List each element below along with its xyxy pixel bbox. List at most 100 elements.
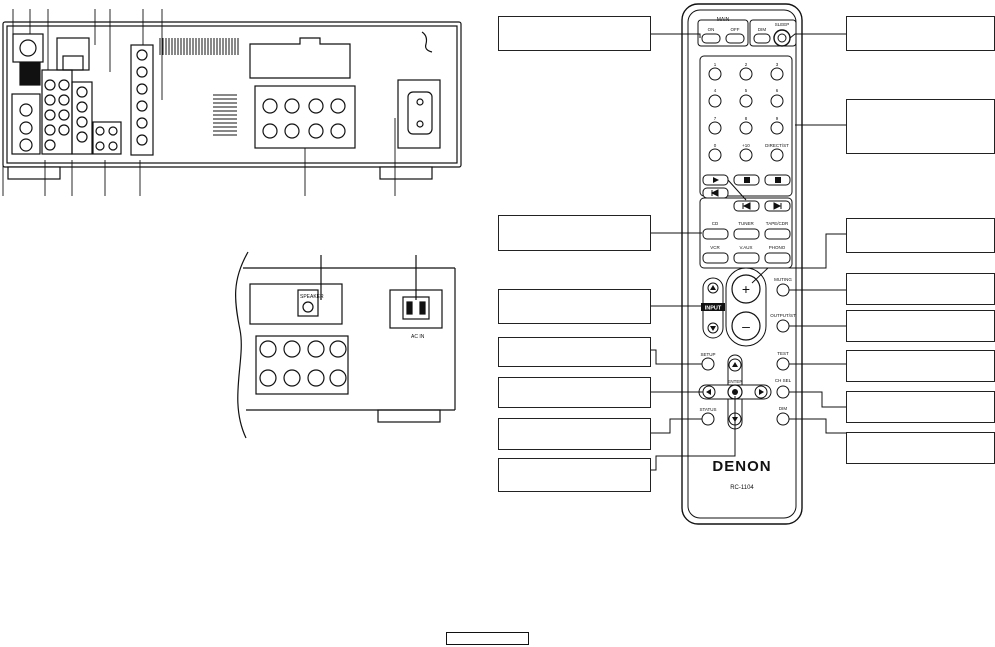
rear-panel-detail <box>235 251 456 439</box>
transport-divider <box>727 179 747 201</box>
speaker-label-detail: SPEAKER <box>300 294 324 300</box>
key-label-plus10: +10 <box>742 143 750 148</box>
arrow-right-icon <box>759 389 764 395</box>
callout-box-10 <box>846 218 995 253</box>
source-tuner-button[interactable] <box>733 228 760 240</box>
key-label-9: 9 <box>776 116 779 121</box>
power-on-label: ON <box>708 27 715 32</box>
key-label-4: 4 <box>714 88 717 93</box>
rear-panel-full <box>2 9 462 196</box>
dim2-button[interactable] <box>776 412 790 426</box>
test-label: TEST <box>777 351 789 356</box>
status-label: STATUS <box>699 407 716 412</box>
output-label: OUTPUT/ST <box>770 313 796 318</box>
callout-box-12 <box>846 310 995 342</box>
ac-in-label-detail: AC IN <box>411 334 425 340</box>
output-button[interactable] <box>776 319 790 333</box>
rewind-icon <box>710 189 719 197</box>
play-icon <box>713 177 719 183</box>
key-0[interactable] <box>708 148 722 162</box>
callout-box-5 <box>498 377 651 408</box>
callout-box-2 <box>498 215 651 251</box>
key-label-0: 0 <box>714 143 717 148</box>
source-phono-label: PHONO <box>769 245 786 250</box>
brand-logo: DENON <box>712 458 771 475</box>
key-plus10[interactable] <box>739 148 753 162</box>
triangle-up-icon <box>710 285 716 290</box>
test-button[interactable] <box>776 357 790 371</box>
arrow-left-icon <box>706 389 711 395</box>
callout-box-13 <box>846 350 995 382</box>
sleep-button-ring <box>777 33 787 43</box>
sleep-button[interactable] <box>773 29 791 47</box>
main-group-label: MAIN <box>717 17 730 23</box>
key-label-1: 1 <box>714 62 717 67</box>
key-3[interactable] <box>770 67 784 81</box>
muting-button[interactable] <box>776 283 790 297</box>
key-label-7: 7 <box>714 116 717 121</box>
page-number-box <box>446 632 529 645</box>
stop-icon <box>744 177 750 183</box>
callout-box-11 <box>846 273 995 305</box>
remote-body <box>681 3 803 525</box>
key-6[interactable] <box>770 94 784 108</box>
power-off-label: OFF <box>731 27 740 32</box>
callout-box-9 <box>846 99 995 154</box>
input-label-plate <box>701 303 725 311</box>
volume-down-button[interactable] <box>731 311 761 341</box>
dim2-label: DIM <box>779 406 788 411</box>
enter-label: ENTER <box>727 379 743 384</box>
setup-label: SETUP <box>700 352 715 357</box>
key-label-3: 3 <box>776 62 779 67</box>
key-label-direct: DIRECT/ST <box>765 143 789 148</box>
key-7[interactable] <box>708 121 722 135</box>
muting-label: MUTING <box>774 277 792 282</box>
source-tapecdr-label: TAPE/CDR <box>766 221 789 226</box>
volume-minus-label: – <box>742 318 750 334</box>
callout-box-14 <box>846 391 995 423</box>
source-vcr-button[interactable] <box>702 252 729 264</box>
key-label-6: 6 <box>776 88 779 93</box>
input-label: INPUT <box>705 306 722 312</box>
callout-box-7 <box>498 458 651 492</box>
setup-button[interactable] <box>701 357 715 371</box>
source-phono-button[interactable] <box>764 252 791 264</box>
enter-dot-icon <box>732 389 738 395</box>
chsel-button[interactable] <box>776 385 790 399</box>
key-label-2: 2 <box>745 62 748 67</box>
source-vaux-button[interactable] <box>733 252 760 264</box>
key-9[interactable] <box>770 121 784 135</box>
key-label-8: 8 <box>745 116 748 121</box>
arrow-up-icon <box>732 362 738 367</box>
key-2[interactable] <box>739 67 753 81</box>
power-on-button[interactable] <box>701 33 721 44</box>
source-tapecdr-button[interactable] <box>764 228 791 240</box>
triangle-down-icon <box>710 326 716 331</box>
key-direct[interactable] <box>770 148 784 162</box>
pause-icon <box>775 177 781 183</box>
dim-label: DIM <box>758 27 767 32</box>
source-cd-label: CD <box>712 221 719 226</box>
callout-box-3 <box>498 289 651 324</box>
key-5[interactable] <box>739 94 753 108</box>
callout-box-15 <box>846 432 995 464</box>
callout-box-4 <box>498 337 651 367</box>
source-cd-button[interactable] <box>702 228 729 240</box>
callout-box-8 <box>846 16 995 51</box>
volume-plus-label: + <box>742 281 750 297</box>
source-tuner-label: TUNER <box>738 221 754 226</box>
model-number: RC-1104 <box>730 485 754 491</box>
key-4[interactable] <box>708 94 722 108</box>
chsel-label: CH SEL <box>775 378 792 383</box>
key-8[interactable] <box>739 121 753 135</box>
dim-button[interactable] <box>753 33 771 44</box>
source-vaux-label: V.AUX <box>739 245 752 250</box>
status-button[interactable] <box>701 412 715 426</box>
power-off-button[interactable] <box>725 33 745 44</box>
previous-icon <box>742 202 751 210</box>
callout-box-6 <box>498 418 651 450</box>
key-1[interactable] <box>708 67 722 81</box>
next-icon <box>773 202 782 210</box>
callout-box-1 <box>498 16 651 51</box>
